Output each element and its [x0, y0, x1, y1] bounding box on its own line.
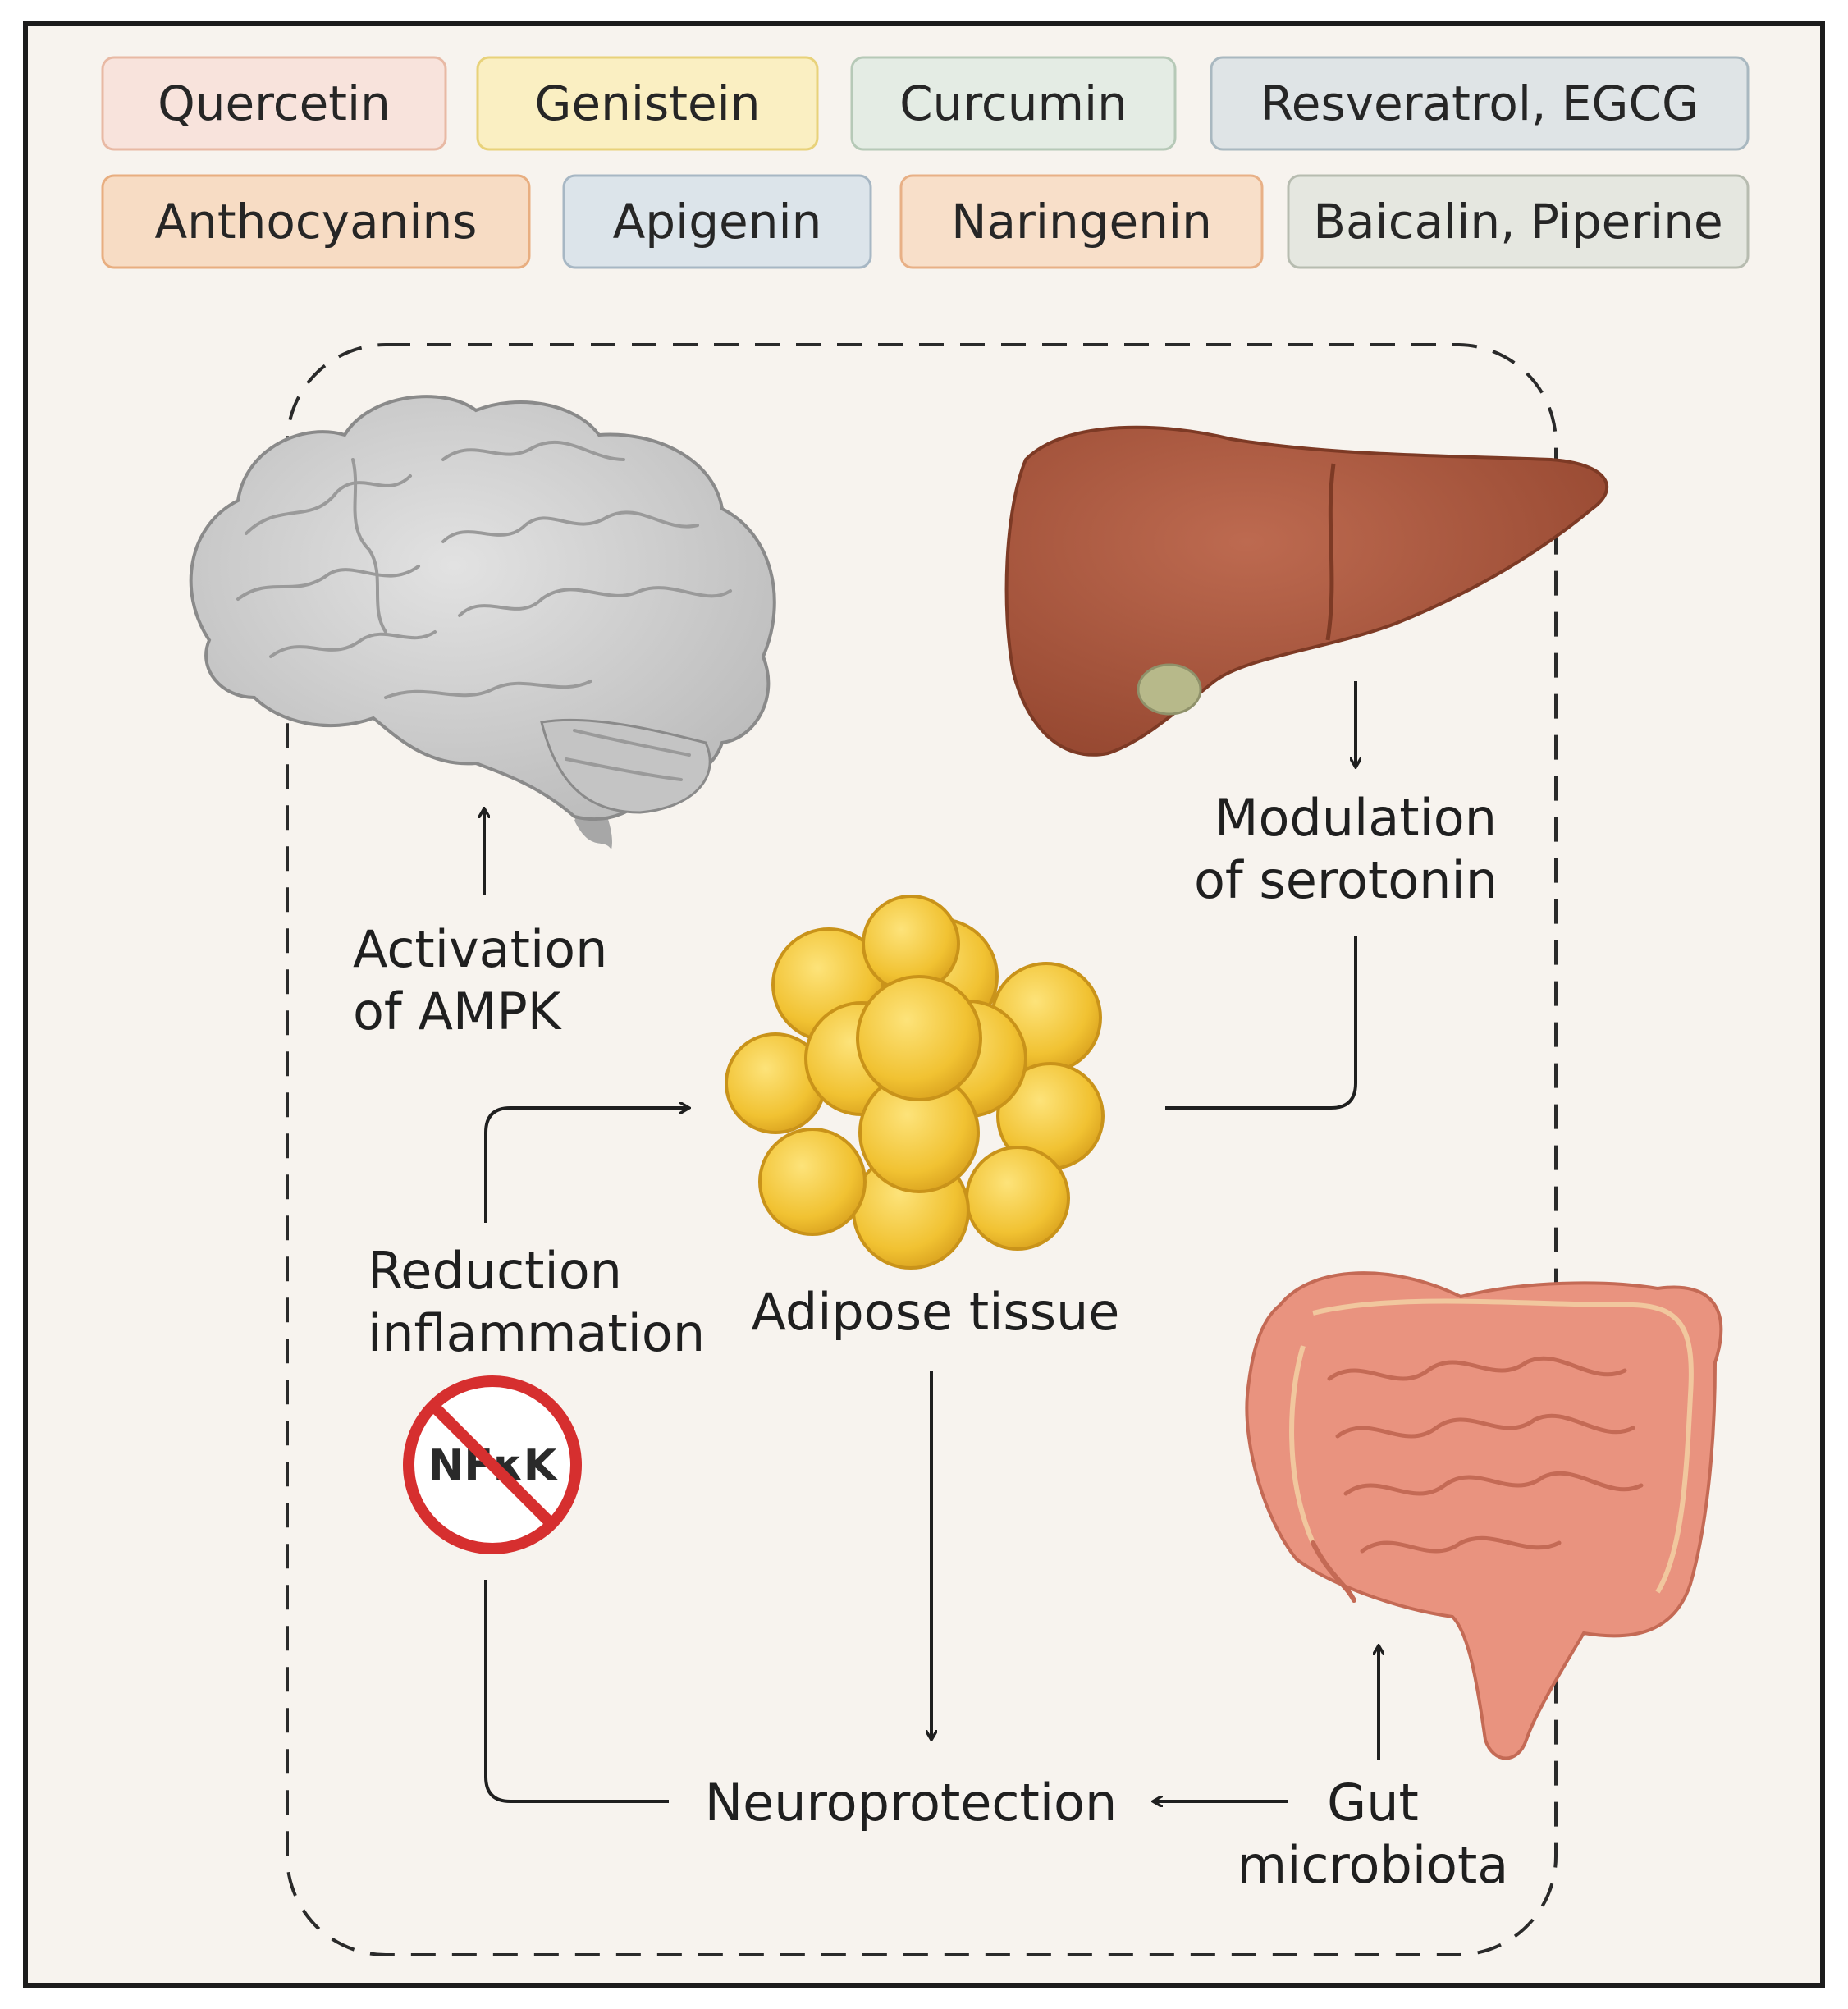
compound-pill-quercetin: Quercetin: [101, 56, 447, 151]
label-reduction-inflammation: Reduction inflammation: [368, 1241, 705, 1363]
label-adipose-tissue: Adipose tissue: [752, 1282, 1120, 1342]
compound-label: Naringenin: [951, 194, 1212, 249]
adipose-tissue-icon: [725, 895, 1105, 1270]
compound-pill-genistein: Genistein: [476, 56, 819, 151]
label-gut-microbiota: Gut microbiota: [1237, 1773, 1509, 1895]
compound-label: Genistein: [534, 76, 760, 131]
label-modulation-serotonin: Modulation of serotonin: [1194, 788, 1498, 910]
intestine-icon: [1245, 1271, 1723, 1760]
compound-pill-naringenin: Naringenin: [899, 174, 1264, 269]
compound-pill-apigenin: Apigenin: [562, 174, 872, 269]
compound-label: Resveratrol, EGCG: [1260, 76, 1699, 131]
inflammation-line-1: Reduction: [368, 1241, 622, 1301]
label-activation-ampk: Activation of AMPK: [353, 919, 607, 1041]
gut-line-1: Gut: [1327, 1773, 1419, 1833]
compound-label: Quercetin: [158, 76, 391, 131]
serotonin-line-2: of serotonin: [1194, 850, 1498, 910]
compound-pill-curcumin: Curcumin: [850, 56, 1177, 151]
connector-lines: [484, 681, 1379, 1801]
ampk-line-2: of AMPK: [353, 982, 562, 1041]
label-neuroprotection: Neuroprotection: [705, 1773, 1118, 1833]
line-inflammation-to-neuroprotection: [484, 1580, 669, 1803]
ampk-line-1: Activation: [353, 919, 607, 979]
gallbladder-icon: [1137, 663, 1202, 716]
compound-label: Curcumin: [899, 76, 1128, 131]
gut-line-2: microbiota: [1237, 1835, 1509, 1895]
brain-icon: [189, 395, 776, 849]
compound-label: Baicalin, Piperine: [1313, 194, 1722, 249]
line-serotonin-to-adipose: [1165, 936, 1357, 1110]
compound-pill-anthocyanins: Anthocyanins: [101, 174, 531, 269]
compound-label: Anthocyanins: [154, 194, 477, 249]
dashed-boundary: [286, 343, 1558, 1956]
nfkb-inhibition-icon: NFκK: [403, 1375, 582, 1554]
compound-pill-baicalin-piperine: Baicalin, Piperine: [1287, 174, 1750, 269]
compound-pill-resveratrol-egcg: Resveratrol, EGCG: [1210, 56, 1750, 151]
arrow-inflammation-to-adipose: [484, 1108, 689, 1223]
liver-icon: [1004, 425, 1608, 757]
compound-label: Apigenin: [613, 194, 822, 249]
inflammation-line-2: inflammation: [368, 1303, 705, 1363]
serotonin-line-1: Modulation: [1214, 788, 1497, 848]
